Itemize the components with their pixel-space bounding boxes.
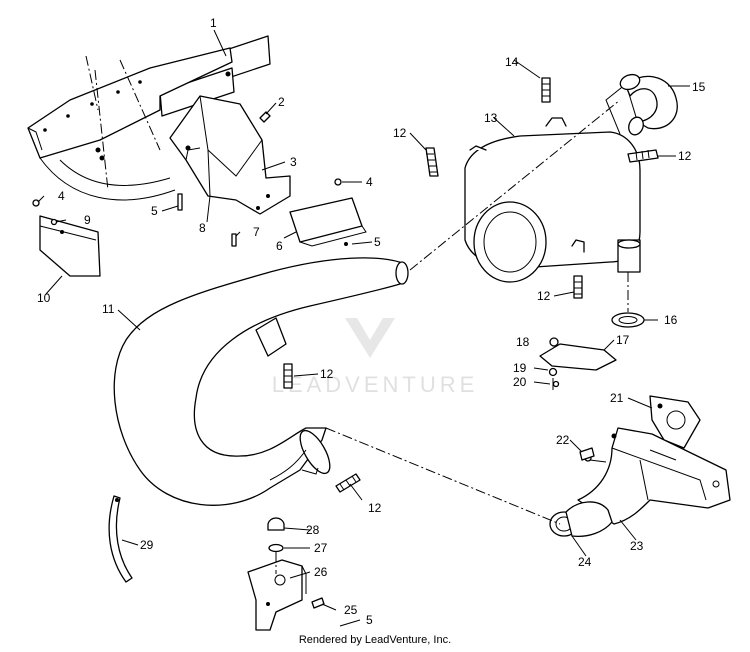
callout-12-middle: 12 bbox=[320, 367, 334, 381]
bolt-22 bbox=[579, 447, 595, 461]
spring-12-middle bbox=[283, 363, 293, 389]
callout-11: 11 bbox=[102, 302, 115, 316]
render-credit: Rendered by LeadVenture, Inc. bbox=[298, 634, 452, 646]
callout-5-left: 5 bbox=[151, 204, 158, 218]
part-13-silencer bbox=[464, 83, 641, 283]
callout-17: 17 bbox=[616, 333, 630, 347]
callout-20: 20 bbox=[513, 375, 527, 389]
spring-14 bbox=[541, 77, 551, 103]
part-6-small-shield bbox=[289, 178, 367, 247]
part-23-exhaust-manifold bbox=[577, 427, 731, 525]
callouts: 1 2 3 4 4 5 5 5 6 7 8 9 10 11 12 12 12 1… bbox=[37, 16, 706, 627]
part-26-mount-plate bbox=[247, 559, 307, 631]
fasteners bbox=[177, 111, 595, 609]
callout-5-middle: 5 bbox=[374, 235, 381, 249]
callout-12-right: 12 bbox=[678, 149, 692, 163]
callout-9: 9 bbox=[84, 213, 91, 227]
callout-12-upper: 12 bbox=[393, 126, 407, 140]
callout-29: 29 bbox=[140, 538, 154, 552]
spring-12-right bbox=[627, 149, 659, 163]
callout-12-lower: 12 bbox=[537, 289, 551, 303]
callout-4-right: 4 bbox=[366, 175, 373, 189]
callout-26: 26 bbox=[314, 565, 328, 579]
callout-5-bottom: 5 bbox=[366, 613, 373, 627]
part-11-expansion-chamber bbox=[113, 257, 409, 506]
callout-18: 18 bbox=[516, 335, 530, 349]
part-24-coupler bbox=[549, 501, 613, 538]
callout-10: 10 bbox=[37, 291, 51, 305]
callout-15: 15 bbox=[692, 80, 706, 94]
callout-6: 6 bbox=[276, 239, 283, 253]
callout-27: 27 bbox=[314, 541, 328, 555]
callout-25: 25 bbox=[344, 603, 358, 617]
part-10-side-heat-shield bbox=[32, 199, 101, 277]
bolt-25 bbox=[311, 597, 325, 609]
callout-1: 1 bbox=[210, 16, 217, 30]
callout-24: 24 bbox=[578, 555, 592, 569]
callout-23: 23 bbox=[630, 539, 644, 553]
spring-12-upper bbox=[425, 147, 439, 177]
part-16-gasket bbox=[611, 312, 645, 328]
callout-7: 7 bbox=[253, 225, 260, 239]
callout-22: 22 bbox=[556, 433, 570, 447]
part-28-grommet bbox=[267, 517, 285, 531]
bolt-20 bbox=[552, 380, 560, 388]
chassis-belly-pan bbox=[27, 47, 233, 201]
bolt-7 bbox=[231, 233, 237, 247]
callout-21: 21 bbox=[610, 391, 624, 405]
bolt-5-left bbox=[177, 193, 183, 211]
spring-12-bottom bbox=[335, 473, 361, 493]
callout-16: 16 bbox=[664, 313, 678, 327]
callout-2: 2 bbox=[278, 95, 285, 109]
watermark: LEADVENTURE bbox=[272, 318, 479, 397]
callout-28: 28 bbox=[306, 523, 320, 537]
spring-12-lower bbox=[573, 275, 583, 299]
part-29-strap bbox=[108, 495, 133, 583]
callout-13: 13 bbox=[484, 111, 498, 125]
assembly-lines bbox=[85, 55, 629, 574]
watermark-logo-icon bbox=[345, 318, 395, 358]
callout-14: 14 bbox=[505, 55, 519, 69]
watermark-text: LEADVENTURE bbox=[272, 372, 479, 397]
part-17-mount-bracket bbox=[539, 337, 617, 390]
part-15-elbow-tube bbox=[619, 73, 678, 136]
callout-19: 19 bbox=[513, 361, 527, 375]
callout-4-left: 4 bbox=[58, 189, 65, 203]
callout-12-bottom: 12 bbox=[368, 501, 382, 515]
part-21-flange-gasket bbox=[649, 395, 701, 449]
callout-8: 8 bbox=[199, 221, 206, 235]
bolt-2 bbox=[259, 111, 271, 123]
part-3-exhaust-bracket bbox=[169, 95, 291, 215]
part-27-washer bbox=[268, 543, 284, 553]
leader-lines bbox=[37, 29, 690, 627]
callout-3: 3 bbox=[290, 155, 297, 169]
